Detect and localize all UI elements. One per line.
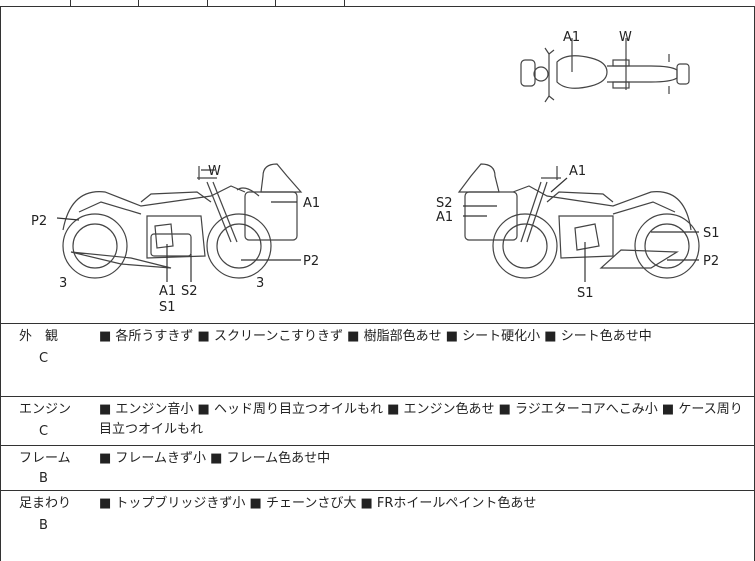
- section-divider: [1, 396, 755, 397]
- grade-badge: B: [39, 471, 48, 486]
- right-s1-bottom-label: S1: [577, 286, 594, 301]
- left-s2-bottom-label: S2: [181, 284, 198, 299]
- right-s2-label: S2: [436, 196, 453, 211]
- grade-badge: C: [39, 351, 49, 366]
- condition-table: 外 観 C ■ 各所うすきず ■ スクリーンこすりきず ■ 樹脂部色あせ ■ シ…: [0, 324, 755, 561]
- right-a1-left-label: A1: [436, 210, 454, 225]
- left-p2-right-label: P2: [303, 254, 320, 269]
- issue-list: ■ エンジン音小 ■ ヘッド周り目立つオイルもれ ■ エンジン色あせ ■ ラジエ…: [99, 402, 743, 437]
- motorcycle-diagram: [56, 38, 700, 282]
- cutoff-cells: [0, 0, 755, 6]
- category-label: フレーム: [19, 451, 71, 466]
- top-w-label: W: [619, 30, 632, 45]
- issue-list: ■ フレームきず小 ■ フレーム色あせ中: [99, 451, 331, 466]
- leader-lines: [56, 169, 699, 282]
- issue-list: ■ 各所うすきず ■ スクリーンこすりきず ■ 樹脂部色あせ ■ シート硬化小 …: [99, 329, 652, 344]
- section-engine: エンジン C ■ エンジン音小 ■ ヘッド周り目立つオイルもれ ■ エンジン色あ…: [1, 397, 754, 445]
- right-side-motorcycle: [457, 163, 700, 279]
- section-divider: [1, 490, 755, 491]
- category-label: 外 観: [19, 329, 59, 344]
- right-s1-label: S1: [703, 226, 720, 241]
- grade-badge: C: [39, 424, 49, 439]
- category-label: エンジン: [19, 402, 72, 417]
- left-3-right-label: 3: [256, 276, 265, 291]
- left-3-label: 3: [59, 276, 68, 291]
- section-suspension: 足まわり B ■ トップブリッジきず小 ■ チェーンさび大 ■ FRホイールペイ…: [1, 491, 754, 561]
- section-exterior: 外 観 C ■ 各所うすきず ■ スクリーンこすりきず ■ 樹脂部色あせ ■ シ…: [1, 324, 754, 396]
- left-s1-bottom-label: S1: [159, 300, 176, 315]
- left-a1-bottom-label: A1: [159, 284, 177, 299]
- grade-badge: B: [39, 518, 48, 533]
- category-label: 足まわり: [19, 496, 72, 511]
- top-view-motorcycle: [520, 38, 690, 103]
- right-a1-top-label: A1: [569, 164, 587, 179]
- section-frame: フレーム B ■ フレームきず小 ■ フレーム色あせ中: [1, 446, 754, 490]
- left-side-motorcycle: [62, 163, 303, 279]
- table-top-border: [0, 6, 755, 7]
- left-w-label: W: [208, 164, 221, 179]
- section-divider: [1, 445, 755, 446]
- left-p2-label: P2: [31, 214, 48, 229]
- right-p2-label: P2: [703, 254, 720, 269]
- left-a1-label: A1: [303, 196, 321, 211]
- issue-list: ■ トップブリッジきず小 ■ チェーンさび大 ■ FRホイールペイント色あせ: [99, 496, 537, 511]
- top-a1-label: A1: [563, 30, 581, 45]
- damage-diagram-panel: W A1 P2 P2 3 3 A1 S2 S1 A1 S2 A1 S1 P2 S…: [0, 6, 755, 324]
